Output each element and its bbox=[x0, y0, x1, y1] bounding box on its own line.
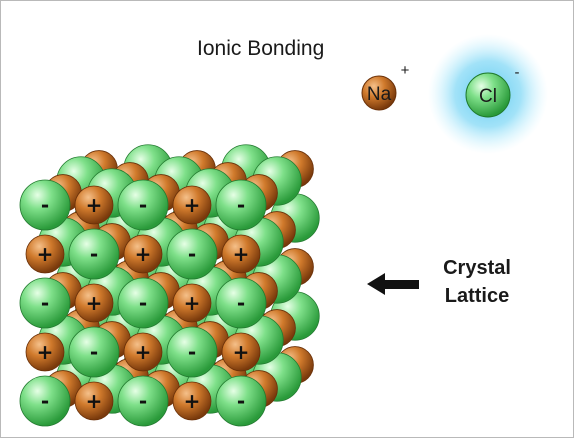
sodium-sphere bbox=[25, 332, 65, 372]
sodium-lattice-ion: + bbox=[172, 283, 212, 323]
sodium-lattice-ion: + bbox=[123, 234, 163, 274]
cation-sign: + bbox=[86, 193, 103, 217]
chloride-lattice-ion: - bbox=[215, 375, 267, 427]
anion-sign: - bbox=[188, 340, 196, 364]
chloride-lattice-ion: - bbox=[19, 277, 71, 329]
sodium-ion: Na + bbox=[361, 62, 410, 111]
chloride-ion: Cl - bbox=[465, 64, 520, 118]
anion-sign: - bbox=[237, 193, 245, 217]
cation-sign: + bbox=[37, 242, 54, 266]
cation-sign: + bbox=[184, 389, 201, 413]
chloride-sphere bbox=[117, 375, 169, 427]
anion-sign: - bbox=[237, 389, 245, 413]
sodium-sphere bbox=[172, 381, 212, 421]
cation-sign: + bbox=[184, 291, 201, 315]
crystal-lattice: - + - + - + - + - + - + - + - + - + - + - + - + - bbox=[19, 144, 320, 427]
chloride-lattice-ion: - bbox=[215, 277, 267, 329]
cation-sign: + bbox=[184, 193, 201, 217]
sodium-lattice-ion: + bbox=[172, 185, 212, 225]
chloride-lattice-ion: - bbox=[68, 228, 120, 280]
chloride-lattice-ion: - bbox=[68, 326, 120, 378]
sodium-lattice-ion: + bbox=[74, 283, 114, 323]
lattice-label-line2: Lattice bbox=[444, 285, 510, 307]
anion-sign: - bbox=[139, 389, 147, 413]
cation-sign: + bbox=[135, 340, 152, 364]
anion-sign: - bbox=[188, 242, 196, 266]
anion-sign: - bbox=[90, 340, 98, 364]
chloride-sphere bbox=[19, 375, 71, 427]
anion-sign: - bbox=[237, 291, 245, 315]
sodium-sphere bbox=[172, 283, 212, 323]
chloride-sphere bbox=[215, 179, 267, 231]
anion-sign: - bbox=[139, 193, 147, 217]
cation-sign: + bbox=[135, 242, 152, 266]
sodium-sphere bbox=[74, 185, 114, 225]
sodium-lattice-ion: + bbox=[123, 332, 163, 372]
anion-sign: - bbox=[41, 291, 49, 315]
sodium-lattice-ion: + bbox=[172, 381, 212, 421]
cation-sign: + bbox=[86, 291, 103, 315]
chloride-lattice-ion: - bbox=[19, 179, 71, 231]
title: Ionic Bonding bbox=[197, 37, 325, 60]
cation-sign: + bbox=[233, 340, 250, 364]
sodium-sphere bbox=[25, 234, 65, 274]
chloride-lattice-ion: - bbox=[166, 326, 218, 378]
sodium-sphere bbox=[74, 381, 114, 421]
sodium-lattice-ion: + bbox=[221, 234, 261, 274]
arrow-left-icon bbox=[367, 273, 419, 295]
chloride-charge: - bbox=[515, 64, 520, 81]
sodium-charge: + bbox=[401, 62, 410, 79]
sodium-lattice-ion: + bbox=[25, 234, 65, 274]
sodium-sphere bbox=[221, 234, 261, 274]
sodium-sphere bbox=[74, 283, 114, 323]
chloride-sphere bbox=[166, 326, 218, 378]
chloride-sphere bbox=[215, 375, 267, 427]
chloride-sphere bbox=[215, 277, 267, 329]
sodium-lattice-ion: + bbox=[221, 332, 261, 372]
chloride-lattice-ion: - bbox=[117, 375, 169, 427]
sodium-lattice-ion: + bbox=[25, 332, 65, 372]
chloride-sphere bbox=[117, 179, 169, 231]
sodium-sphere bbox=[172, 185, 212, 225]
anion-sign: - bbox=[41, 193, 49, 217]
chloride-sphere bbox=[19, 277, 71, 329]
anion-sign: - bbox=[90, 242, 98, 266]
chloride-lattice-ion: - bbox=[117, 277, 169, 329]
sodium-lattice-ion: + bbox=[74, 381, 114, 421]
chloride-lattice-ion: - bbox=[166, 228, 218, 280]
cation-sign: + bbox=[233, 242, 250, 266]
sodium-symbol: Na bbox=[367, 84, 392, 105]
chloride-lattice-ion: - bbox=[19, 375, 71, 427]
sodium-lattice-ion: + bbox=[74, 185, 114, 225]
cation-sign: + bbox=[86, 389, 103, 413]
anion-sign: - bbox=[41, 389, 49, 413]
chloride-sphere bbox=[19, 179, 71, 231]
cation-sign: + bbox=[37, 340, 54, 364]
sodium-sphere bbox=[221, 332, 261, 372]
chloride-symbol: Cl bbox=[479, 86, 497, 107]
sodium-sphere bbox=[123, 234, 163, 274]
chloride-lattice-ion: - bbox=[215, 179, 267, 231]
chloride-sphere bbox=[68, 326, 120, 378]
chloride-lattice-ion: - bbox=[117, 179, 169, 231]
sodium-sphere bbox=[123, 332, 163, 372]
chloride-sphere bbox=[117, 277, 169, 329]
chloride-sphere bbox=[166, 228, 218, 280]
chloride-sphere bbox=[68, 228, 120, 280]
anion-sign: - bbox=[139, 291, 147, 315]
lattice-label-line1: Crystal bbox=[443, 257, 511, 279]
